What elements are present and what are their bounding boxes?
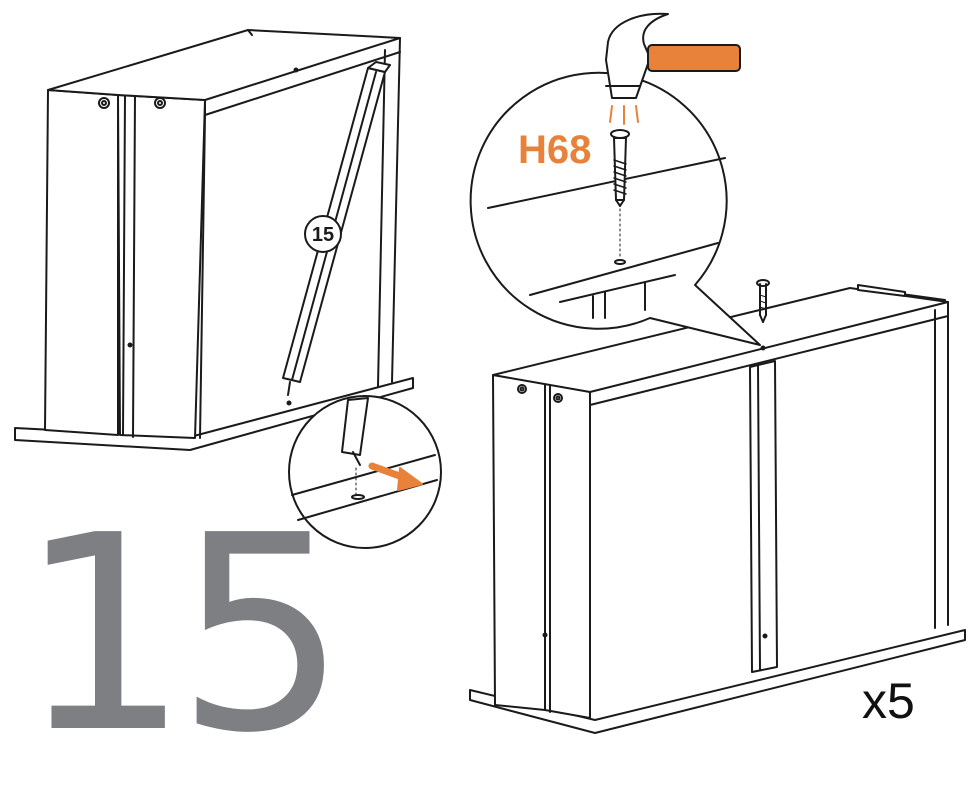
component-badge (304, 215, 342, 253)
part-label: H68 (518, 128, 592, 172)
nail-icon (756, 279, 770, 323)
left-cabinet (14, 29, 414, 451)
step-number: 15 (18, 477, 348, 792)
brace-detail-callout (288, 395, 442, 549)
right-cabinet (469, 284, 966, 734)
direction-arrow-icon (368, 462, 423, 491)
instruction-diagram: 15 H68 15 x5 (14, 12, 966, 770)
diagram-canvas (14, 12, 966, 734)
hammer-icon (605, 12, 741, 125)
quantity-label: x5 (862, 673, 915, 729)
nail-detail-callout (469, 71, 761, 346)
